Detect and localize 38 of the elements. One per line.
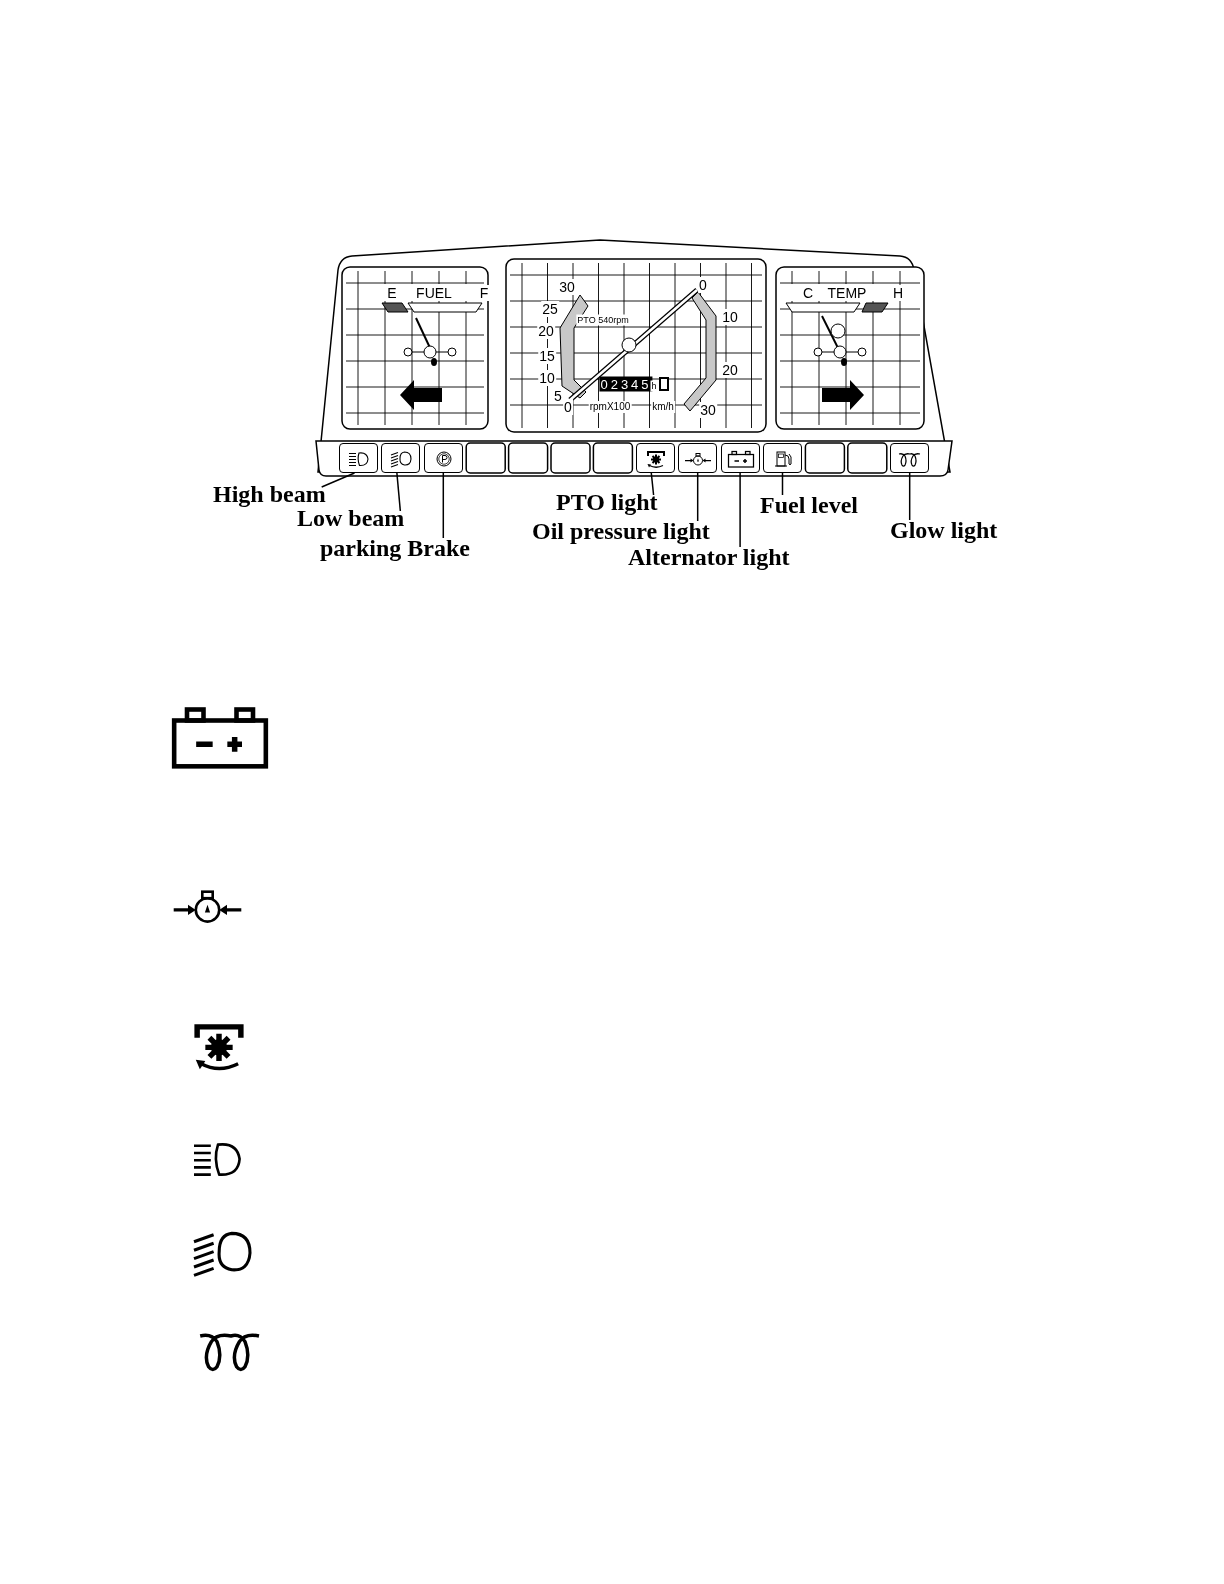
- gauge-label: rpmX100: [588, 401, 632, 413]
- gauge-label: 5: [553, 388, 563, 404]
- leader-line: [696, 472, 699, 522]
- leader-line: [320, 472, 356, 488]
- leader-line: [442, 472, 445, 539]
- gauge-label: 15: [538, 348, 556, 364]
- callout-label: Alternator light: [628, 544, 790, 570]
- odometer-display: 02345: [599, 376, 653, 392]
- gauge-label: 0: [563, 399, 573, 415]
- gauge-label: C: [801, 285, 815, 301]
- gauge-label: F: [478, 285, 490, 301]
- gauge-label: 30: [558, 279, 576, 295]
- callout-label: Low beam: [297, 505, 405, 531]
- gauge-label: 20: [721, 362, 739, 378]
- callout-label: PTO light: [556, 489, 658, 515]
- gauge-label: TEMP: [826, 285, 868, 301]
- gauge-label: 0: [698, 277, 708, 293]
- gauge-label: 10: [721, 309, 739, 325]
- gauge-label: 25: [541, 301, 559, 317]
- leader-line: [781, 472, 784, 496]
- gauge-label: FUEL: [415, 285, 453, 301]
- leader-line: [908, 472, 911, 521]
- callout-label: High beam: [213, 481, 326, 507]
- gauge-label: PTO 540rpm: [576, 314, 630, 326]
- gauge-label: 10: [538, 370, 556, 386]
- gauge-label: 20: [537, 323, 555, 339]
- gauge-label: E: [386, 285, 398, 301]
- gauge-label: 30: [699, 402, 717, 418]
- callout-label: Glow light: [890, 517, 998, 543]
- gauge-label: H: [891, 285, 905, 301]
- leader-line: [739, 472, 741, 548]
- callout-label: Fuel level: [760, 492, 858, 518]
- gauge-label: km/h: [651, 401, 675, 413]
- leader-line: [396, 472, 402, 512]
- leader-line: [650, 472, 655, 496]
- gauge-label: h: [650, 380, 658, 392]
- callout-label: Oil pressure light: [532, 518, 710, 544]
- callout-label: parking Brake: [320, 535, 471, 561]
